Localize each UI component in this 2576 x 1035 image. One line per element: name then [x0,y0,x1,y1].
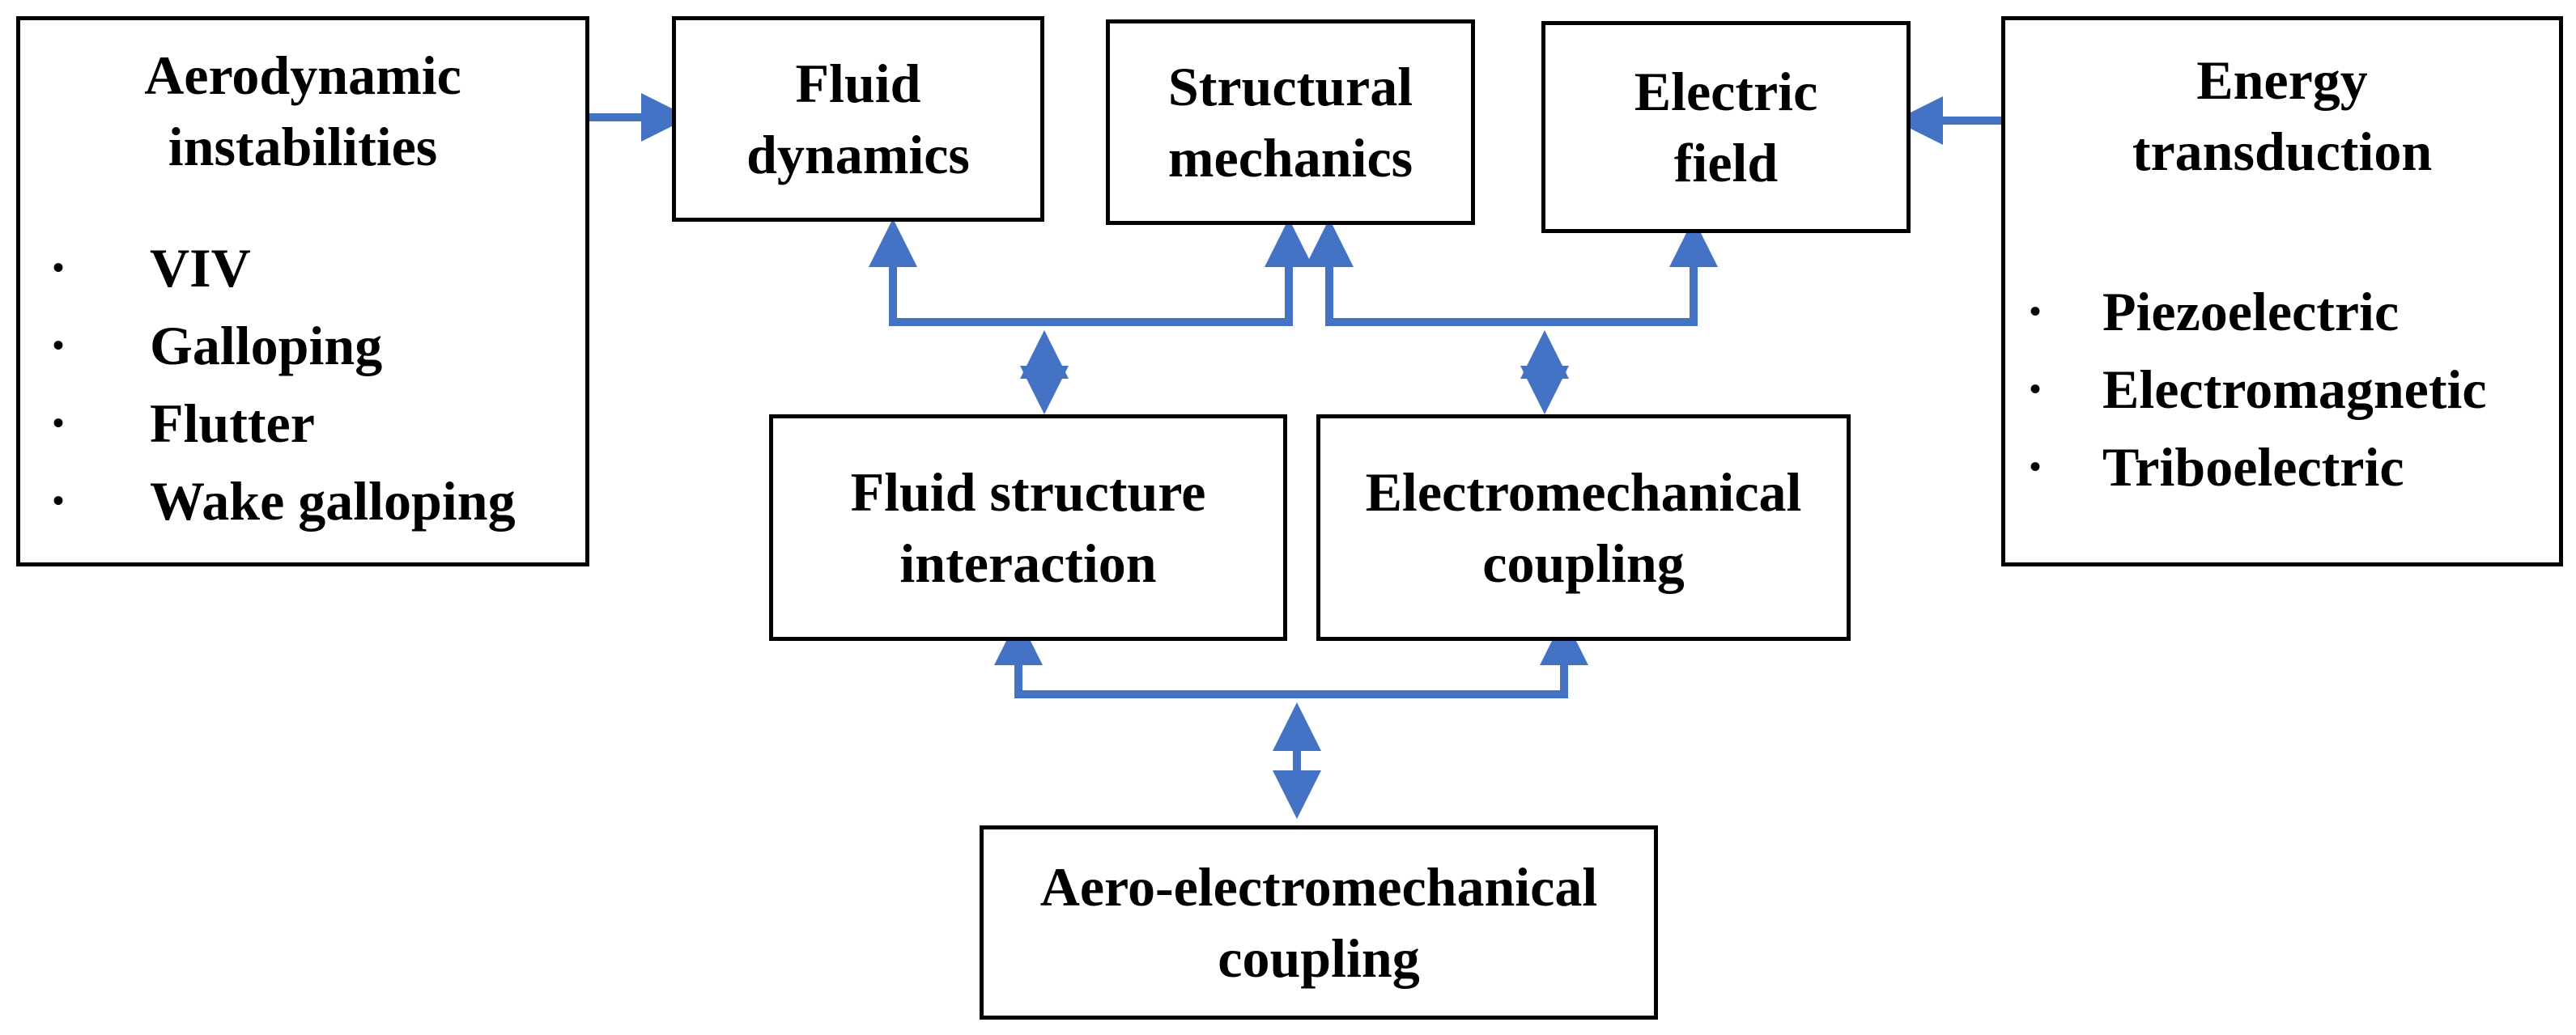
bullet-icon: • [2030,371,2042,407]
aero-title-line1: Aerodynamic [144,45,461,106]
fsi-line2: interaction [899,532,1157,594]
bullet-icon: • [53,482,65,519]
electromech-line2: coupling [1482,532,1685,594]
bracket-fsi [889,261,1293,326]
bullet-icon: • [2030,448,2042,485]
fluid-dynamics-line1: Fluid [795,53,921,114]
energy-transduction-list: •Piezoelectric •Electromagnetic •Triboel… [2030,273,2487,506]
structural-mechanics-line2: mechanics [1167,127,1413,189]
list-item: •Electromagnetic [2030,350,2487,428]
aero-instability-list: •VIV •Galloping •Flutter •Wake galloping [53,229,516,540]
list-item: •Piezoelectric [2030,273,2487,350]
list-item: •Galloping [53,307,516,384]
energy-transduction-box: Energy transduction •Piezoelectric •Elec… [2001,16,2563,566]
fsi-line1: Fluid structure [850,461,1206,523]
aerodynamic-instabilities-box: Aerodynamic instabilities •VIV •Gallopin… [16,16,589,566]
electromech-line1: Electromechanical [1365,461,1802,523]
bracket-electromech [1325,261,1698,326]
bracket-coupling [1014,660,1568,698]
list-item: •Triboelectric [2030,428,2487,506]
aeroelectro-line2: coupling [1218,927,1420,989]
bullet-icon: • [53,405,65,441]
electric-field-line1: Electric [1634,61,1818,122]
electric-field-line2: field [1673,132,1779,193]
fluid-dynamics-box: Fluid dynamics [672,16,1044,222]
bullet-icon: • [53,249,65,286]
fluid-structure-interaction-box: Fluid structure interaction [769,414,1287,641]
aeroelectro-line1: Aero-electromechanical [1039,856,1598,918]
energy-title-line2: transduction [2132,121,2433,182]
aero-title-line2: instabilities [168,116,438,177]
bullet-icon: • [53,327,65,363]
structural-mechanics-box: Structural mechanics [1106,19,1475,225]
list-item: •VIV [53,229,516,307]
bullet-icon: • [2030,293,2042,329]
electric-field-box: Electric field [1541,21,1911,233]
list-item: •Wake galloping [53,462,516,540]
fluid-dynamics-line2: dynamics [746,124,970,185]
energy-title-line1: Energy [2196,49,2368,111]
electromechanical-coupling-box: Electromechanical coupling [1316,414,1851,641]
structural-mechanics-line1: Structural [1167,56,1413,117]
list-item: •Flutter [53,384,516,462]
aero-electromechanical-coupling-box: Aero-electromechanical coupling [980,825,1658,1020]
